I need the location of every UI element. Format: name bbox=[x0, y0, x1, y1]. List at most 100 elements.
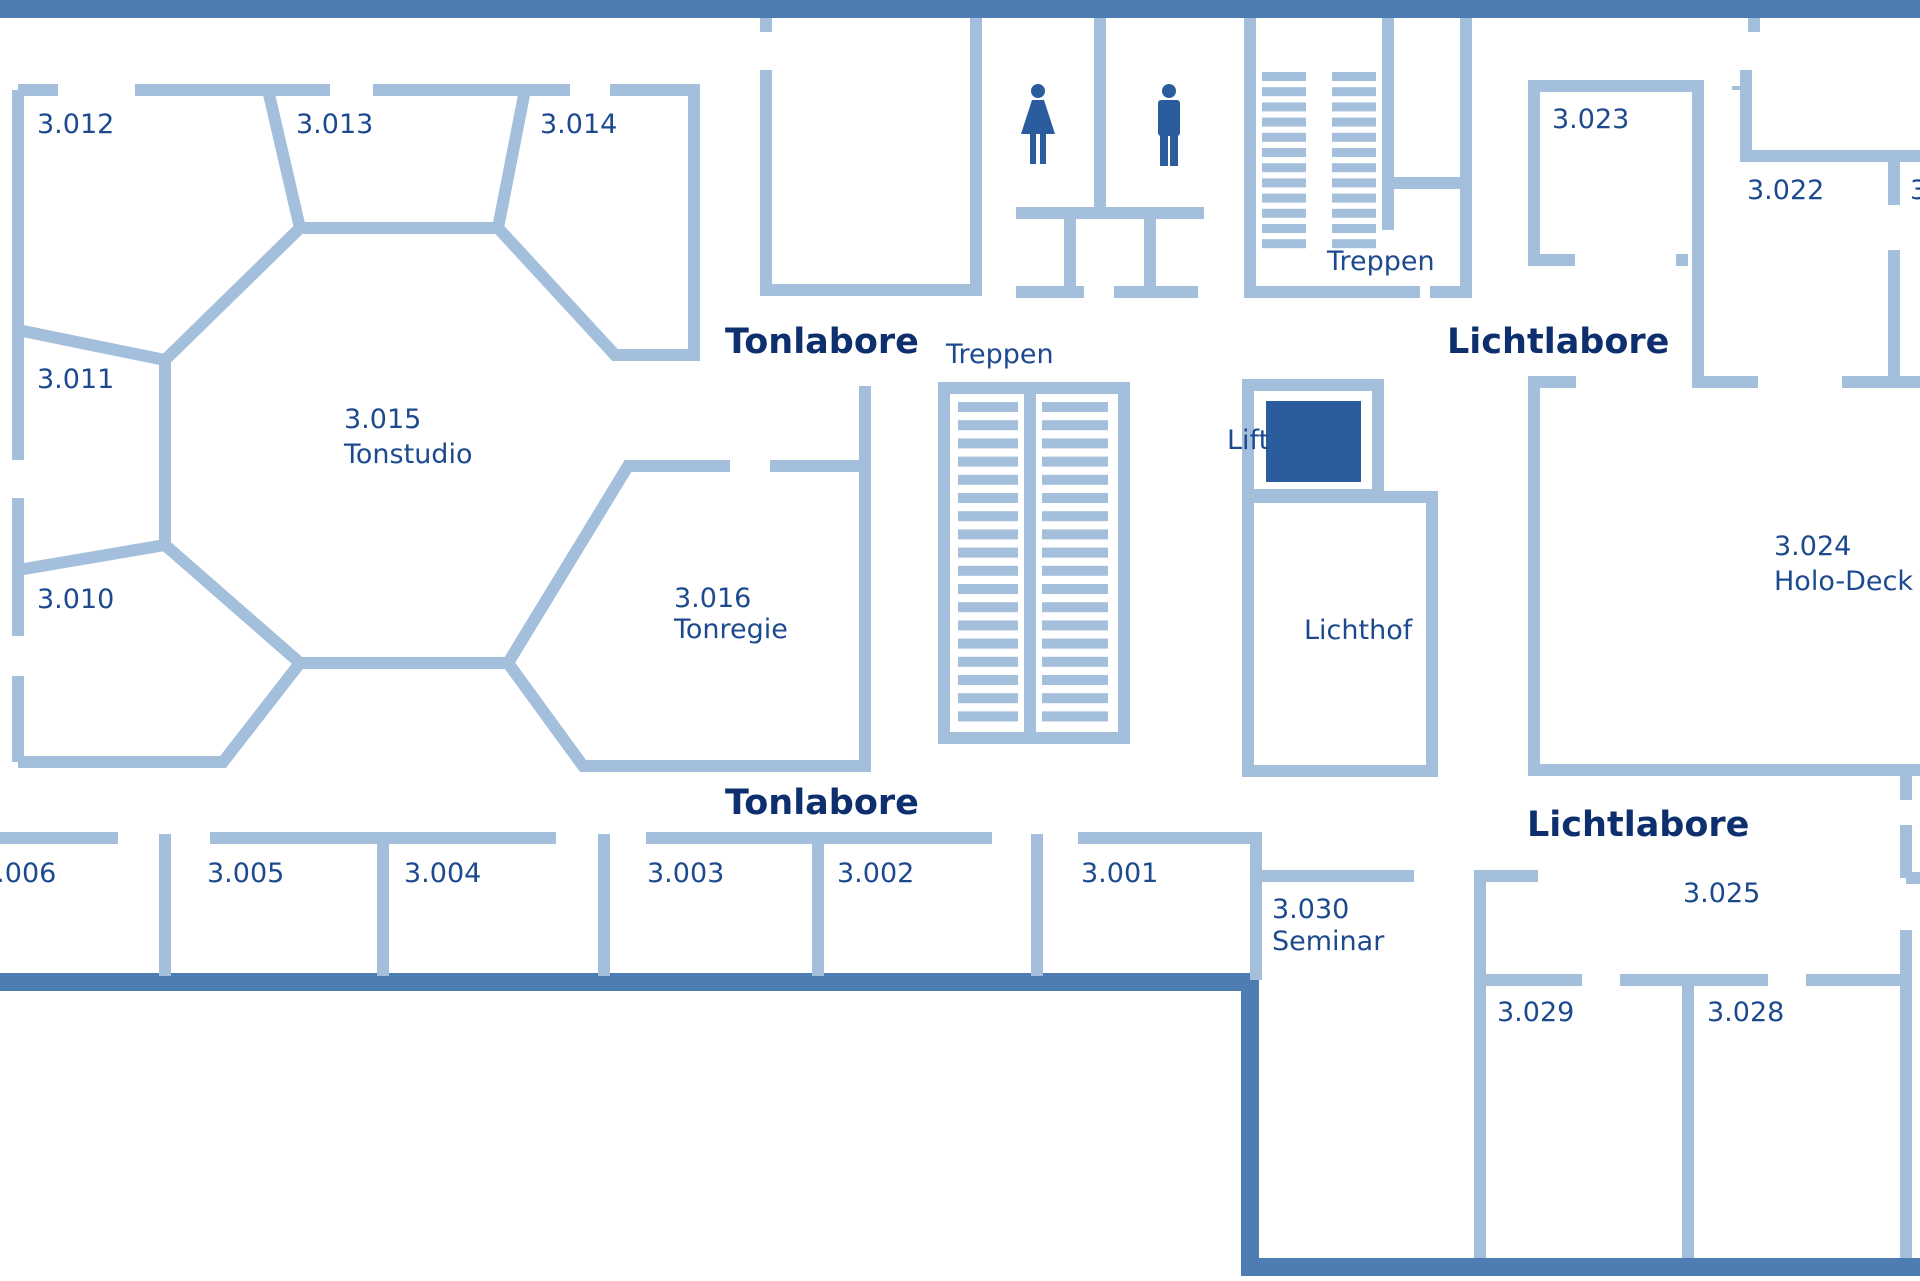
stair-tread bbox=[1332, 163, 1376, 173]
stair-tread bbox=[958, 711, 1018, 722]
room-3021-partial: 3 bbox=[1910, 175, 1920, 206]
stairs-upper-label: Treppen bbox=[1326, 246, 1435, 277]
lichthof-label: Lichthof bbox=[1304, 615, 1414, 646]
room-3030: 3.030 bbox=[1272, 894, 1349, 925]
room-3015: 3.015 bbox=[344, 404, 421, 435]
room-3015-name: Tonstudio bbox=[343, 439, 472, 470]
stair-tread bbox=[1332, 117, 1376, 127]
room-3016-name: Tonregie bbox=[673, 614, 788, 645]
room-3014: 3.014 bbox=[540, 109, 617, 140]
stair-tread bbox=[1042, 656, 1108, 667]
stair-tread bbox=[1042, 493, 1108, 503]
stair-tread bbox=[958, 656, 1018, 667]
stair-tread bbox=[958, 493, 1018, 503]
stair-tread bbox=[1042, 565, 1108, 576]
stair-tread bbox=[1042, 547, 1108, 558]
stairs-center-label: Treppen bbox=[945, 339, 1054, 370]
stair-tread bbox=[1262, 87, 1306, 97]
stair-tread bbox=[1042, 602, 1108, 613]
stair-tread bbox=[958, 402, 1018, 412]
room-3003: 3.003 bbox=[647, 858, 724, 889]
stair-tread bbox=[1262, 208, 1306, 218]
stair-tread bbox=[958, 474, 1018, 485]
section-lichtlabore-bottom: Lichtlabore bbox=[1527, 805, 1749, 845]
room-3024: 3.024 bbox=[1774, 531, 1851, 562]
stair-tread bbox=[1332, 132, 1376, 142]
stair-tread bbox=[1262, 163, 1306, 173]
stair-tread bbox=[1042, 711, 1108, 722]
woman-icon bbox=[1021, 84, 1055, 164]
room-3029: 3.029 bbox=[1497, 997, 1574, 1028]
stair-tread bbox=[1332, 239, 1376, 249]
stair-tread bbox=[1262, 117, 1306, 127]
stair-tread bbox=[1042, 511, 1108, 522]
room-3010: 3.010 bbox=[37, 584, 114, 615]
stair-tread bbox=[1042, 584, 1108, 594]
room-3006: 3.006 bbox=[0, 858, 56, 889]
stair-tread bbox=[958, 675, 1018, 685]
stair-tread bbox=[1332, 102, 1376, 112]
room-3004: 3.004 bbox=[404, 858, 481, 889]
room-3001: 3.001 bbox=[1081, 858, 1158, 889]
stair-tread bbox=[1332, 72, 1376, 81]
stair-tread bbox=[1332, 193, 1376, 203]
stair-tread bbox=[1262, 72, 1306, 81]
stair-tread bbox=[1332, 148, 1376, 157]
stair-tread bbox=[1042, 438, 1108, 449]
stair-tread bbox=[1042, 420, 1108, 431]
stair-tread bbox=[958, 456, 1018, 467]
stair-tread bbox=[1262, 148, 1306, 157]
lift-cabin bbox=[1266, 401, 1361, 482]
stair-tread bbox=[958, 420, 1018, 431]
room-3011: 3.011 bbox=[37, 364, 114, 395]
room-3028: 3.028 bbox=[1707, 997, 1784, 1028]
stair-tread bbox=[1042, 456, 1108, 467]
stair-tread bbox=[958, 529, 1018, 540]
stair-treads bbox=[958, 72, 1376, 722]
room-3025: 3.025 bbox=[1683, 878, 1760, 909]
man-icon bbox=[1158, 84, 1180, 166]
stair-tread bbox=[1262, 178, 1306, 188]
stair-tread bbox=[1262, 239, 1306, 249]
stair-tread bbox=[1332, 87, 1376, 97]
room-3023: 3.023 bbox=[1552, 104, 1629, 135]
stair-tread bbox=[1332, 178, 1376, 188]
stair-tread bbox=[1042, 675, 1108, 685]
section-tonlabore-bottom: Tonlabore bbox=[725, 783, 919, 823]
stair-tread bbox=[1042, 402, 1108, 412]
section-lichtlabore-top: Lichtlabore bbox=[1447, 322, 1669, 362]
room-3002: 3.002 bbox=[837, 858, 914, 889]
room-3012: 3.012 bbox=[37, 109, 114, 140]
stair-tread bbox=[958, 602, 1018, 613]
room-3030-name: Seminar bbox=[1272, 926, 1385, 957]
stair-tread bbox=[958, 638, 1018, 649]
stair-tread bbox=[958, 565, 1018, 576]
stair-tread bbox=[1042, 638, 1108, 649]
stair-tread bbox=[958, 547, 1018, 558]
room-3016: 3.016 bbox=[674, 583, 751, 614]
room-3024-name: Holo-Deck bbox=[1774, 566, 1913, 597]
stair-tread bbox=[1042, 474, 1108, 485]
stair-tread bbox=[1332, 224, 1376, 233]
stair-tread bbox=[1042, 620, 1108, 631]
room-3013: 3.013 bbox=[296, 109, 373, 140]
room-3022: 3.022 bbox=[1747, 175, 1824, 206]
stair-tread bbox=[1262, 224, 1306, 233]
stair-tread bbox=[958, 693, 1018, 704]
lift-label: Lift bbox=[1227, 425, 1269, 456]
stair-tread bbox=[958, 511, 1018, 522]
stair-tread bbox=[958, 620, 1018, 631]
room-3005: 3.005 bbox=[207, 858, 284, 889]
stair-tread bbox=[1262, 193, 1306, 203]
stair-tread bbox=[1262, 132, 1306, 142]
stair-tread bbox=[1262, 102, 1306, 112]
stair-tread bbox=[1042, 693, 1108, 704]
stair-tread bbox=[958, 584, 1018, 594]
stair-tread bbox=[1042, 529, 1108, 540]
stair-tread bbox=[958, 438, 1018, 449]
stair-tread bbox=[1332, 208, 1376, 218]
interior-walls bbox=[0, 18, 1920, 1258]
section-tonlabore-top: Tonlabore bbox=[725, 322, 919, 362]
